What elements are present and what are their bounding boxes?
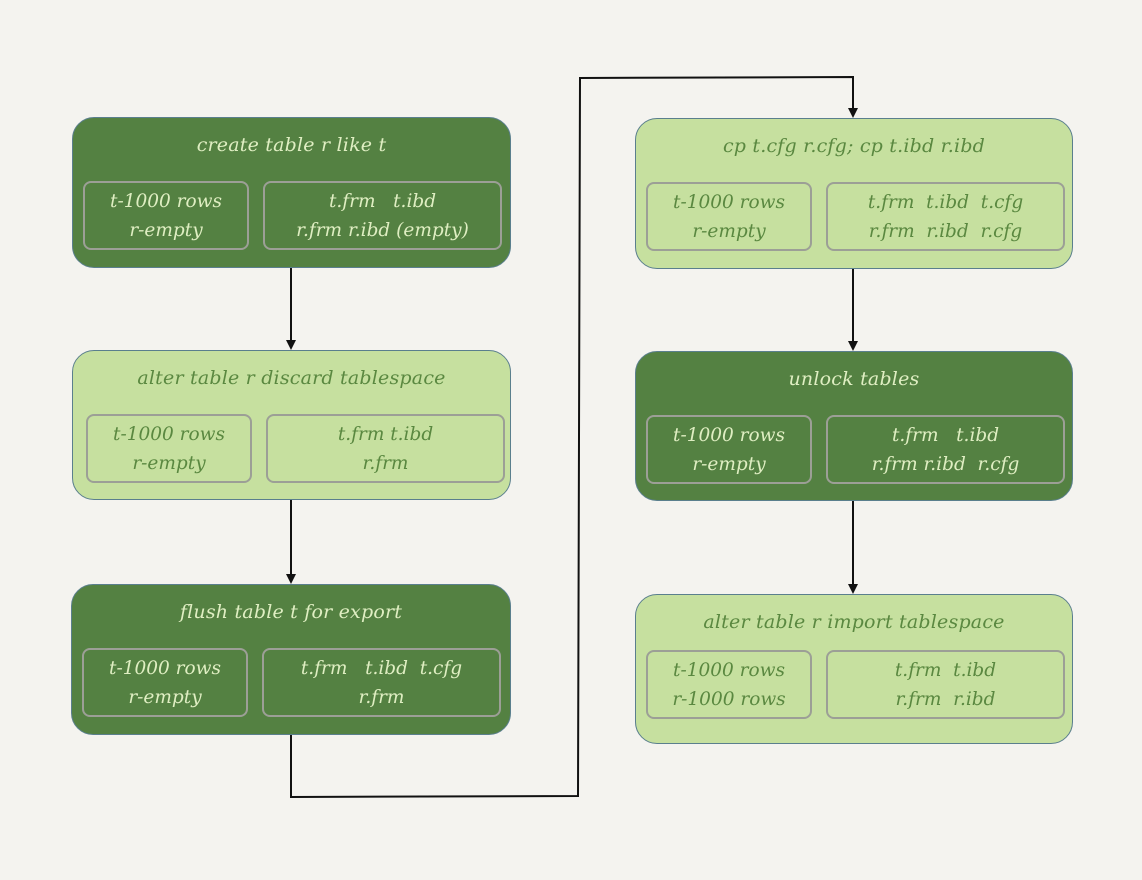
- file-state-line: t.frm t.ibd: [337, 423, 434, 445]
- table-state-line: r-empty: [692, 220, 766, 242]
- step-title: alter table r import tablespace: [703, 611, 1005, 633]
- file-state-line: r.frm r.ibd r.cfg: [868, 220, 1023, 242]
- table-state-line: r-empty: [128, 686, 202, 708]
- step-import-tablespace: alter table r import tablespace t-1000 r…: [635, 594, 1073, 744]
- file-state-line: r.frm r.ibd: [895, 688, 996, 710]
- file-state-line: t.frm t.ibd: [328, 190, 437, 212]
- table-state-cell: t-1000 rows r-1000 rows: [646, 650, 812, 719]
- file-state-cell: t.frm t.ibd r.frm r.ibd (empty): [263, 181, 502, 250]
- table-state-line: t-1000 rows: [109, 657, 221, 679]
- file-state-line: t.frm t.ibd t.cfg: [300, 657, 463, 679]
- step-create-table: create table r like t t-1000 rows r-empt…: [72, 117, 511, 268]
- step-discard-tablespace: alter table r discard tablespace t-1000 …: [72, 350, 511, 500]
- table-state-line: t-1000 rows: [673, 424, 785, 446]
- file-state-cell: t.frm t.ibd r.frm r.ibd: [826, 650, 1065, 719]
- file-state-cell: t.frm t.ibd t.cfg r.frm: [262, 648, 501, 717]
- table-state-line: t-1000 rows: [673, 659, 785, 681]
- step-title: cp t.cfg r.cfg; cp t.ibd r.ibd: [722, 135, 986, 157]
- file-state-line: t.frm t.ibd: [891, 424, 1000, 446]
- table-state-line: t-1000 rows: [673, 191, 785, 213]
- table-state-cell: t-1000 rows r-empty: [82, 648, 248, 717]
- table-state-line: r-1000 rows: [672, 688, 786, 710]
- table-state-cell: t-1000 rows r-empty: [646, 182, 812, 251]
- file-state-cell: t.frm t.ibd r.frm r.ibd r.cfg: [826, 415, 1065, 484]
- file-state-cell: t.frm t.ibd t.cfg r.frm r.ibd r.cfg: [826, 182, 1065, 251]
- file-state-line: t.frm t.ibd t.cfg: [867, 191, 1024, 213]
- step-unlock-tables: unlock tables t-1000 rows r-empty t.frm …: [635, 351, 1073, 501]
- table-state-line: r-empty: [132, 452, 206, 474]
- file-state-line: t.frm t.ibd: [894, 659, 997, 681]
- table-state-cell: t-1000 rows r-empty: [646, 415, 812, 484]
- table-state-line: r-empty: [129, 219, 203, 241]
- file-state-line: r.frm r.ibd r.cfg: [871, 453, 1020, 475]
- table-state-line: r-empty: [692, 453, 766, 475]
- step-flush-for-export: flush table t for export t-1000 rows r-e…: [71, 584, 511, 735]
- table-state-line: t-1000 rows: [110, 190, 222, 212]
- file-state-line: r.frm: [362, 452, 409, 474]
- file-state-cell: t.frm t.ibd r.frm: [266, 414, 505, 483]
- step-title: unlock tables: [788, 368, 920, 390]
- file-state-line: r.frm: [358, 686, 405, 708]
- step-title: flush table t for export: [179, 601, 403, 623]
- table-state-line: t-1000 rows: [113, 423, 225, 445]
- table-state-cell: t-1000 rows r-empty: [86, 414, 252, 483]
- step-title: create table r like t: [196, 134, 387, 156]
- file-state-line: r.frm r.ibd (empty): [296, 219, 469, 241]
- step-copy-files: cp t.cfg r.cfg; cp t.ibd r.ibd t-1000 ro…: [635, 118, 1073, 269]
- step-title: alter table r discard tablespace: [137, 367, 446, 389]
- table-state-cell: t-1000 rows r-empty: [83, 181, 249, 250]
